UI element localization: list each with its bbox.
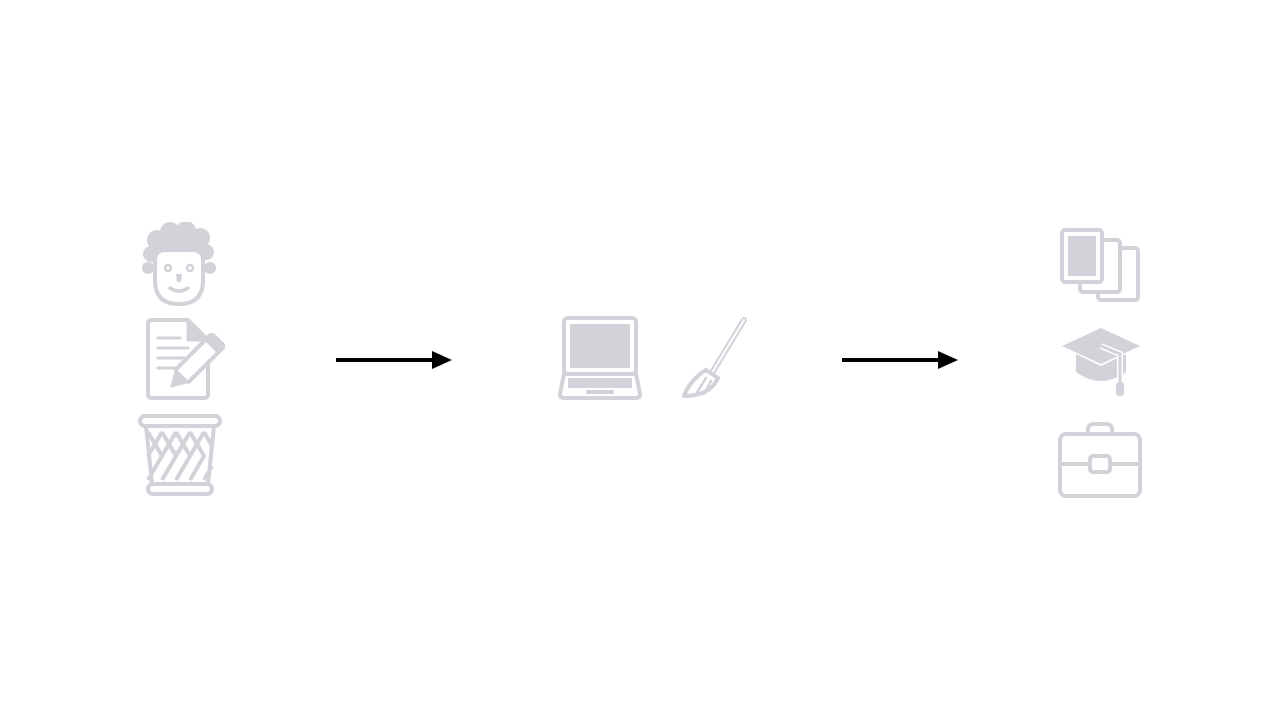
arrow-input-to-process [336, 351, 452, 369]
broom-icon [682, 317, 747, 398]
documents-stack-icon [1060, 228, 1140, 302]
graduation-cap-icon [1062, 328, 1140, 396]
document-edit-icon [146, 318, 226, 400]
trash-bin-icon [138, 414, 222, 496]
arrow-process-to-output [842, 351, 958, 369]
briefcase-icon [1058, 422, 1142, 498]
laptop-icon [558, 316, 642, 400]
person-icon [142, 222, 216, 307]
